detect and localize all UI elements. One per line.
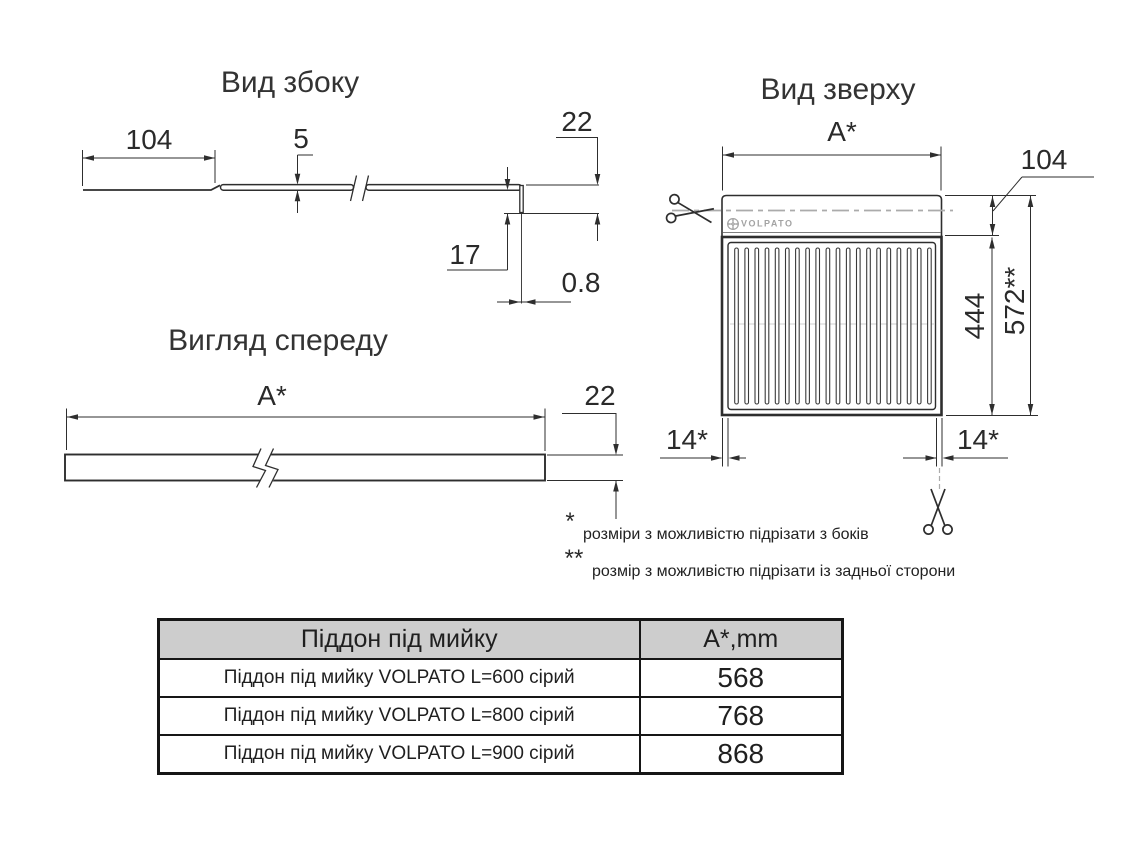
table-header-row: Піддон під мийку A*,mm [157, 618, 844, 660]
front-profile-bar [64, 453, 546, 482]
note-double-star-text: розмір з можливістю підрізати із задньої… [592, 563, 956, 580]
top-dim-572-label: 572** [999, 266, 1030, 336]
top-dim-a [722, 146, 942, 191]
front-dim-22-label: 22 [584, 380, 616, 411]
side-view-title: Вид збоку [220, 66, 360, 99]
top-dim-444 [946, 237, 1038, 416]
side-dim-08 [497, 299, 571, 305]
product-spec-table: Піддон під мийку A*,mm Піддон під мийку … [157, 618, 844, 775]
top-dim-a-label: A* [827, 116, 857, 147]
product-width: 568 [638, 658, 844, 698]
product-width: 868 [638, 734, 844, 775]
product-name: Піддон під мийку VOLPATO L=900 сірий [157, 734, 641, 775]
side-dim-22 [504, 137, 601, 241]
top-dim-14-right [903, 418, 1008, 467]
front-dim-22 [547, 413, 623, 519]
product-name: Піддон під мийку VOLPATO L=800 сірий [157, 696, 641, 736]
front-break-symbol [252, 448, 279, 488]
table-header-name: Піддон під мийку [157, 618, 641, 660]
side-profile-panel-left [219, 183, 355, 191]
top-dim-444-label: 444 [959, 292, 990, 340]
side-dim-5 [294, 154, 313, 213]
table-header-value: A*,mm [638, 618, 844, 660]
note-star-marker: * [565, 508, 575, 535]
front-dim-a [66, 408, 546, 451]
top-view-title: Вид зверху [760, 73, 916, 106]
side-dim-5-label: 5 [293, 123, 309, 154]
table-row: Піддон під мийку VOLPATO L=800 сірий 768 [157, 696, 844, 736]
side-dim-17-label: 17 [449, 239, 481, 270]
side-dim-104 [82, 150, 216, 186]
top-dim-14-left [660, 418, 746, 467]
table-row: Піддон під мийку VOLPATO L=600 сірий 568 [157, 658, 844, 698]
side-profile-panel-right [365, 183, 523, 191]
side-profile-front-lip [83, 184, 221, 191]
tray-drain-ribs [734, 247, 932, 405]
top-dim-572 [1027, 196, 1034, 415]
top-dim-104-label: 104 [1020, 144, 1068, 175]
top-view-drawing [660, 146, 1094, 535]
side-dim-08-label: 0.8 [561, 267, 601, 298]
volpato-logo-icon [727, 218, 739, 230]
side-dim-17 [447, 167, 511, 271]
front-view-title: Вигляд спереду [168, 324, 388, 357]
tray-body [720, 235, 943, 417]
note-star-text: розміри з можливістю підрізати з боків [583, 526, 869, 543]
tray-back-flat-section [721, 194, 943, 237]
product-name: Піддон під мийку VOLPATO L=600 сірий [157, 658, 641, 698]
side-break-symbol [349, 175, 370, 202]
top-dim-14-left-label: 14* [665, 424, 709, 455]
scissors-icon-left [664, 193, 716, 231]
side-dim-22-label: 22 [561, 106, 593, 137]
note-double-star-marker: ** [564, 545, 584, 572]
side-view-drawing [82, 137, 601, 305]
side-dim-104-label: 104 [125, 124, 173, 155]
front-view-drawing [64, 408, 623, 519]
table-row: Піддон під мийку VOLPATO L=900 сірий 868 [157, 734, 844, 775]
top-dim-14-right-label: 14* [956, 424, 1000, 455]
side-profile-back-hook [519, 184, 524, 214]
product-width: 768 [638, 696, 844, 736]
scissors-icon-bottom [923, 488, 953, 535]
front-dim-a-label: A* [257, 380, 287, 411]
volpato-logo-text: VOLPATO [741, 218, 794, 229]
top-dim-104 [945, 176, 1094, 236]
